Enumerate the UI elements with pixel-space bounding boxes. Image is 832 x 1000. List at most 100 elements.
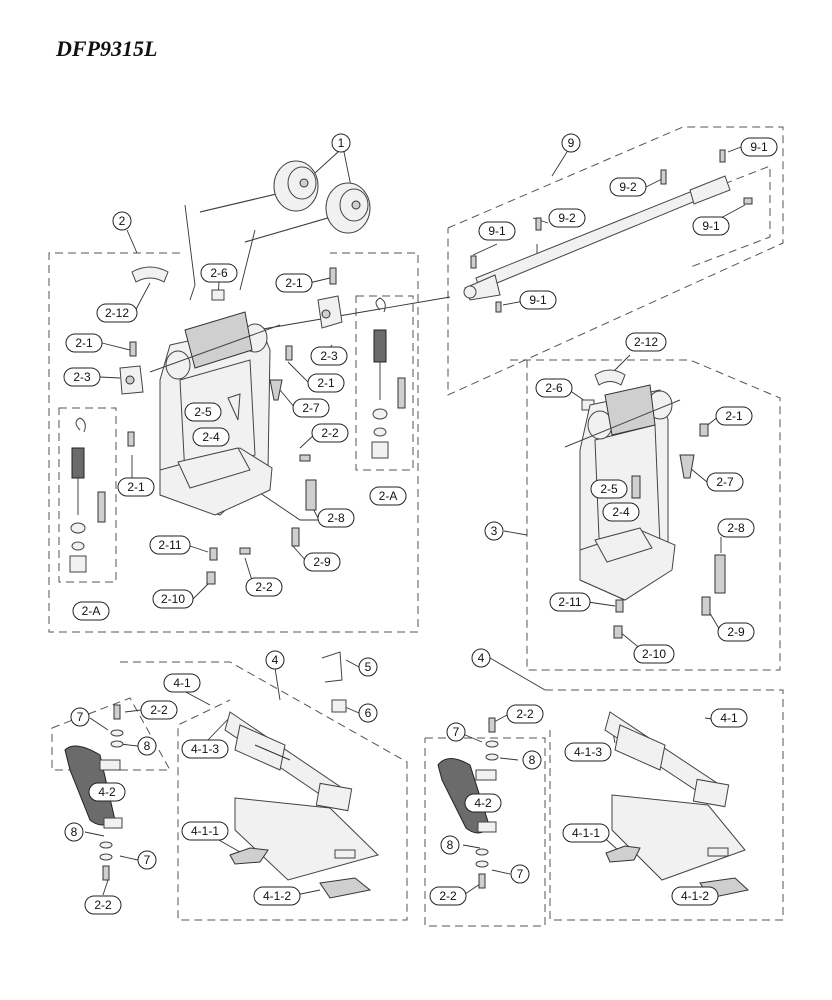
callout-6: 6 [358, 703, 378, 723]
svg-text:4: 4 [272, 653, 279, 667]
callout-8a: 8 [137, 736, 157, 756]
svg-text:8: 8 [71, 825, 78, 839]
svg-text:2-11: 2-11 [558, 595, 581, 609]
svg-text:2-A: 2-A [82, 604, 101, 618]
callout-2-5-left: 2-5 [184, 402, 222, 422]
svg-text:2-1: 2-1 [75, 336, 93, 350]
svg-text:4-1: 4-1 [173, 676, 191, 690]
svg-text:2-2: 2-2 [321, 426, 339, 440]
svg-text:7: 7 [453, 725, 460, 739]
svg-text:4-1-2: 4-1-2 [681, 889, 709, 903]
callout-7b: 7 [137, 850, 157, 870]
callout-2-3-left: 2-3 [63, 367, 101, 387]
callout-2-1-top: 2-1 [275, 273, 313, 293]
callout-4-1-2-right: 4-1-2 [671, 886, 719, 906]
callout-4-1-1-left: 4-1-1 [181, 821, 229, 841]
footboard-parts [64, 651, 750, 899]
callout-3: 3 [484, 521, 504, 541]
svg-text:2-7: 2-7 [302, 401, 320, 415]
svg-text:7: 7 [144, 853, 151, 867]
callout-2-2-4right-top: 2-2 [506, 704, 544, 724]
group-outlines [48, 126, 784, 927]
callout-2-2-4left-bottom: 2-2 [84, 895, 122, 915]
svg-text:9-2: 9-2 [558, 211, 576, 225]
svg-text:2-12: 2-12 [634, 335, 658, 349]
svg-text:2-1: 2-1 [285, 276, 303, 290]
callout-2-2-4right-bottom: 2-2 [429, 886, 467, 906]
callout-7a: 7 [70, 707, 90, 727]
shaft-parts [463, 149, 753, 313]
callout-2-A-right: 2-A [369, 486, 407, 506]
callout-2-8-right: 2-8 [717, 518, 755, 538]
svg-text:2-2: 2-2 [150, 703, 168, 717]
callout-8c: 8 [522, 750, 542, 770]
svg-text:2-4: 2-4 [202, 430, 220, 444]
svg-text:4: 4 [478, 651, 485, 665]
beater-parts [199, 160, 371, 243]
callout-2-2-4left-top: 2-2 [140, 700, 178, 720]
svg-text:9-1: 9-1 [529, 293, 547, 307]
svg-text:9-1: 9-1 [750, 140, 768, 154]
svg-text:8: 8 [144, 739, 151, 753]
svg-text:3: 3 [491, 524, 498, 538]
callout-8b: 8 [64, 822, 84, 842]
svg-text:7: 7 [77, 710, 84, 724]
svg-text:9: 9 [568, 136, 575, 150]
callout-2-1-bottom: 2-1 [117, 477, 155, 497]
callout-9-2-mid: 9-2 [548, 208, 586, 228]
svg-text:4-2: 4-2 [474, 796, 492, 810]
callout-2-1-right: 2-1 [715, 406, 753, 426]
svg-text:2-10: 2-10 [161, 592, 185, 606]
callout-9: 9 [561, 133, 581, 153]
svg-text:2-2: 2-2 [516, 707, 534, 721]
callout-2-7-right: 2-7 [706, 472, 744, 492]
svg-text:8: 8 [529, 753, 536, 767]
svg-text:1: 1 [338, 136, 345, 150]
svg-text:2-3: 2-3 [320, 349, 338, 363]
callout-4-1-2-left: 4-1-2 [253, 886, 301, 906]
svg-text:2-9: 2-9 [313, 555, 331, 569]
callout-1: 1 [331, 133, 351, 153]
callout-4-1-right: 4-1 [710, 708, 748, 728]
callout-labels: 1 2 9 3 4 5 6 7 8 8 7 4 7 8 8 7 2-12 2-6… [63, 133, 778, 915]
svg-text:8: 8 [447, 838, 454, 852]
callout-4-1-1-right: 4-1-1 [562, 823, 610, 843]
callout-2-A-left: 2-A [72, 601, 110, 621]
svg-text:4-1-3: 4-1-3 [574, 745, 602, 759]
svg-text:4-1: 4-1 [720, 711, 738, 725]
svg-text:2-2: 2-2 [255, 580, 273, 594]
callout-4-2-right: 4-2 [464, 793, 502, 813]
svg-text:2-8: 2-8 [327, 511, 345, 525]
callout-9-1-bottom: 9-1 [519, 290, 557, 310]
callout-2-2-bottom: 2-2 [245, 577, 283, 597]
callout-7c: 7 [446, 722, 466, 742]
svg-text:2-9: 2-9 [727, 625, 745, 639]
callout-2: 2 [112, 211, 132, 231]
svg-text:2-5: 2-5 [600, 482, 618, 496]
callout-2-10-left: 2-10 [152, 589, 194, 609]
svg-text:2-12: 2-12 [105, 306, 129, 320]
svg-text:2-3: 2-3 [73, 370, 91, 384]
callout-2-3-right: 2-3 [310, 346, 348, 366]
callout-2-12-left: 2-12 [96, 303, 138, 323]
callout-2-11-right: 2-11 [549, 592, 591, 612]
svg-text:2: 2 [119, 214, 126, 228]
callout-9-1-left: 9-1 [478, 221, 516, 241]
svg-text:2-A: 2-A [379, 489, 398, 503]
callout-2-6-right: 2-6 [535, 378, 573, 398]
callout-2-8-left: 2-8 [317, 508, 355, 528]
svg-text:2-4: 2-4 [612, 505, 630, 519]
callout-2-7-left: 2-7 [292, 398, 330, 418]
callout-2-12-right: 2-12 [625, 332, 667, 352]
callout-2-2-mid: 2-2 [311, 423, 349, 443]
callout-9-1-right: 9-1 [692, 216, 730, 236]
callout-5: 5 [358, 657, 378, 677]
callout-2-5-right: 2-5 [590, 479, 628, 499]
diagram-title: DFP9315L [56, 36, 158, 61]
callout-4b: 4 [471, 648, 491, 668]
svg-text:2-1: 2-1 [127, 480, 145, 494]
svg-text:4-1-3: 4-1-3 [191, 742, 219, 756]
svg-text:6: 6 [365, 706, 372, 720]
svg-text:2-6: 2-6 [210, 266, 228, 280]
